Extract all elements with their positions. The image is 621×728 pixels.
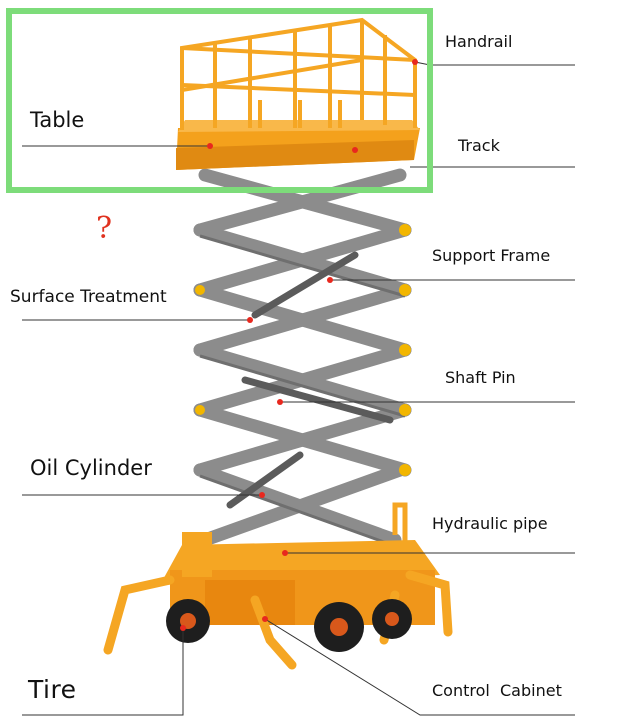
scissor-arms (200, 175, 405, 540)
label-oil-cylinder: Oil Cylinder (30, 458, 152, 479)
label-hydraulic-pipe: Hydraulic pipe (432, 516, 548, 532)
label-table: Table (30, 110, 84, 131)
label-shaft-pin: Shaft Pin (445, 370, 516, 386)
label-track: Track (458, 138, 500, 154)
label-tire: Tire (28, 677, 77, 702)
label-handrail: Handrail (445, 34, 512, 50)
highlight-box (6, 8, 433, 193)
label-surface-treatment: Surface Treatment (10, 289, 167, 306)
label-support-frame: Support Frame (432, 248, 550, 264)
label-control-cabinet: Control Cabinet (432, 683, 562, 699)
question-mark: ? (96, 214, 112, 244)
